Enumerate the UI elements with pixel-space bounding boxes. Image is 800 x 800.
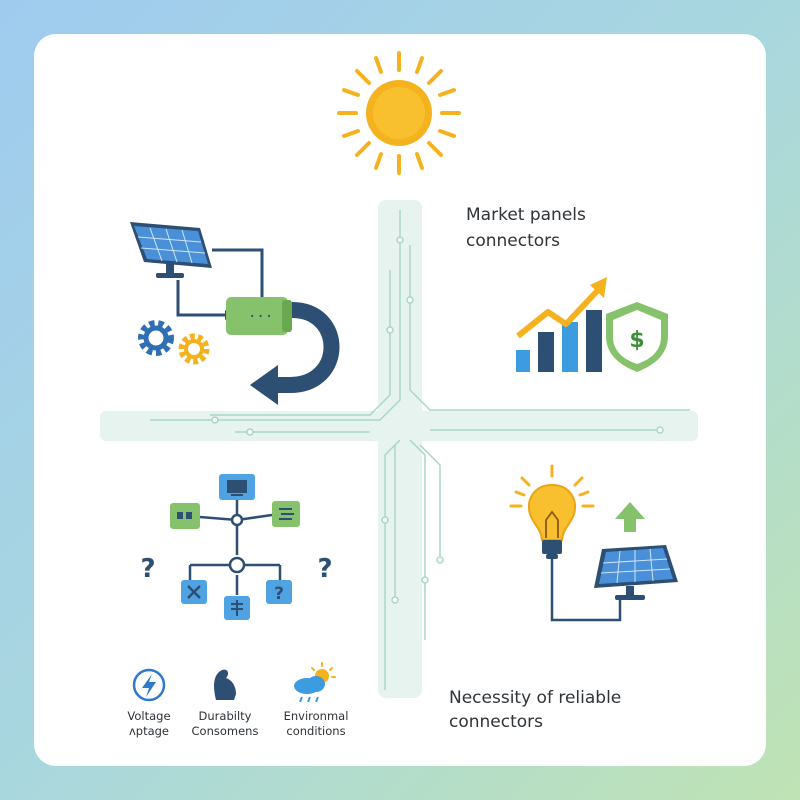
gear-icon <box>138 320 174 356</box>
factor-label-line1: Environmal <box>283 709 349 723</box>
sun-icon <box>337 51 461 175</box>
shield-dollar-icon: $ <box>606 302 668 372</box>
vertical-band <box>378 200 422 698</box>
factor-environment: Environmal conditions <box>261 709 371 739</box>
monitor-node-icon <box>219 474 255 500</box>
lightning-icon <box>132 668 166 702</box>
factor-durability: Durabilty Consomens <box>170 709 280 739</box>
svg-text:?: ? <box>274 584 284 604</box>
solar-panel-icon <box>130 222 212 278</box>
connector-module-icon: ··· <box>226 297 292 335</box>
svg-text:···: ··· <box>248 309 273 325</box>
factor-label-line2: conditions <box>286 724 346 738</box>
circuit-traces <box>150 210 690 690</box>
bus-node-icon <box>224 596 250 620</box>
flexed-arm-icon <box>214 669 236 700</box>
market-panels-title: Market panels connectors <box>466 202 666 254</box>
factor-label-line2: ʌptage <box>128 724 170 738</box>
market-title-line1: Market panels <box>466 205 586 225</box>
factor-voltage: Voltage ʌptage <box>94 709 204 739</box>
bulb-wire <box>550 559 622 622</box>
light-bulb-icon <box>509 464 595 559</box>
gear-icon-small <box>178 333 210 365</box>
question-mark-icon-left: ? <box>140 554 155 584</box>
question-mark-icon-right: ? <box>317 554 332 584</box>
necessity-title: Necessity of reliable connectors <box>449 686 709 734</box>
green-node-icon <box>170 503 200 529</box>
weather-icon <box>294 662 336 703</box>
factor-label-line2: Consomens <box>191 724 259 738</box>
growth-chart-icon <box>516 277 607 372</box>
junction-node-icon <box>228 513 246 574</box>
solar-panel-icon-small <box>594 545 678 600</box>
x-node-icon <box>181 580 207 604</box>
market-title-line2: connectors <box>466 231 561 251</box>
circuit-nodes <box>211 236 664 604</box>
svg-text:$: $ <box>629 328 644 353</box>
curved-return-arrow-icon <box>250 302 340 405</box>
horizontal-band <box>100 411 698 441</box>
necessity-line1: Necessity of reliable <box>449 688 622 708</box>
switch-node-icon <box>272 501 300 527</box>
necessity-line2: connectors <box>449 712 544 732</box>
factor-label-line1: Voltage <box>127 709 171 723</box>
factor-label-line1: Durabilty <box>198 709 252 723</box>
question-node-icon: ? <box>266 580 292 604</box>
up-arrow-icon <box>615 502 645 532</box>
